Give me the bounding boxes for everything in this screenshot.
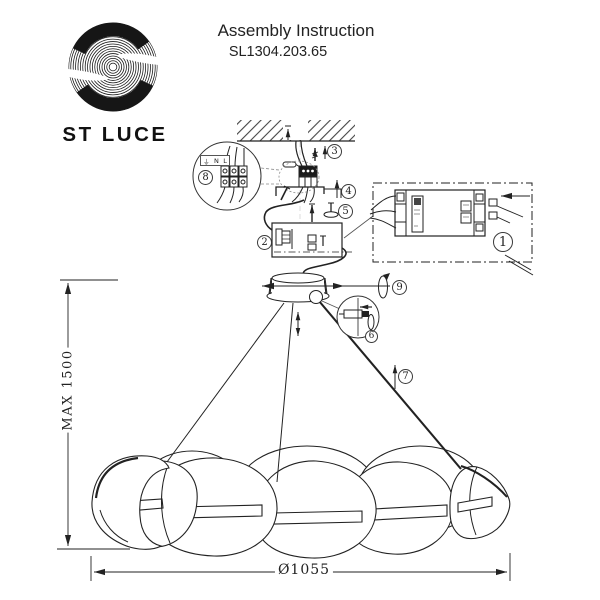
callout-8: 8 (198, 170, 213, 185)
neutral-label: N (213, 156, 219, 165)
lamp-shades-ring (91, 445, 511, 559)
ground-symbol: ⏚ (203, 157, 210, 166)
terminal-block (260, 160, 320, 204)
callout-5: 5 (338, 204, 353, 219)
callout-9: 9 (392, 280, 407, 295)
max-height-dimension-label: MAX 1500 (60, 347, 76, 433)
driver-box (271, 215, 374, 275)
driver-input-cable (263, 199, 305, 231)
callout-4: 4 (341, 184, 356, 199)
cable-gripper-detail (321, 295, 380, 339)
diameter-dimension (90, 553, 511, 581)
live-label: L (223, 156, 227, 165)
canopy (262, 272, 390, 336)
callout-7: 7 (398, 369, 413, 384)
page-title: Assembly Instruction (217, 21, 375, 40)
diameter-dimension-label: Ø1055 (274, 562, 334, 578)
ceiling-hatch (237, 117, 355, 142)
terminal-wiring-label: ⏚ N L (200, 155, 230, 166)
brand-name: ST LUCE (62, 123, 168, 146)
power-wires (295, 140, 308, 167)
st-luce-logo (66, 22, 160, 112)
callout-6: 6 (365, 330, 378, 343)
callout-1: 1 (493, 232, 513, 252)
callout-2: 2 (257, 235, 272, 250)
callout-3: 3 (327, 144, 342, 159)
model-number: SL1304.203.65 (228, 44, 328, 60)
driver-detail-box (369, 182, 534, 276)
height-dimension (57, 279, 130, 550)
